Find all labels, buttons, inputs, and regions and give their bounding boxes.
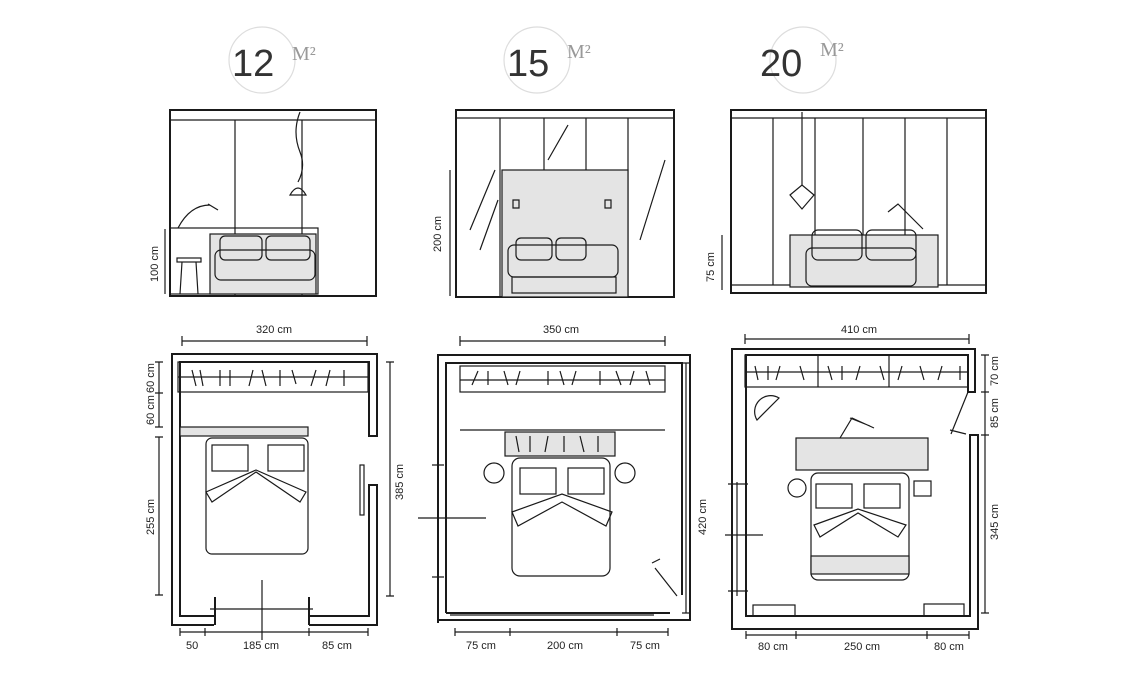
plan-width-label: 320 cm	[256, 324, 292, 336]
area-badge-15: 15 M²	[503, 26, 591, 94]
plan-bottom-dim-1: 80 cm	[758, 641, 788, 653]
plan-bottom-dim-1: 75 cm	[466, 640, 496, 652]
plan-bottom-dim-1: 50	[186, 640, 198, 652]
plan-right-dim-2: 85 cm	[989, 398, 1001, 428]
plan-right-dim-1: 70 cm	[989, 356, 1001, 386]
elevation-12: 100 cm	[149, 109, 377, 297]
plan-left-dim-1: 60 cm	[145, 363, 157, 393]
floor-plan-20: 410 cm 70 cm 85 cm 345 cm 80 cm 250 cm 8…	[725, 324, 1001, 653]
area-badge-20: 20 M²	[760, 26, 844, 94]
area-value: 12	[232, 43, 274, 85]
plan-bottom-dim-2: 200 cm	[547, 640, 583, 652]
plan-width-label: 410 cm	[841, 324, 877, 336]
plan-depth-label: 385 cm	[394, 464, 406, 500]
elevation-15: 200 cm	[432, 109, 675, 298]
floor-plan-12: 320 cm 60 cm 60 cm 255 cm 385 cm 50 185 …	[145, 324, 406, 652]
area-value: 15	[507, 43, 549, 85]
plan-left-dim-2: 60 cm	[145, 395, 157, 425]
plan-right-dim-3: 345 cm	[989, 504, 1001, 540]
plan-depth-label: 420 cm	[697, 499, 709, 535]
area-unit: M²	[820, 39, 844, 61]
floor-plan-15: 350 cm 420 cm 75 cm 200 cm 75 cm	[418, 324, 709, 652]
plan-bottom-dim-3: 80 cm	[934, 641, 964, 653]
elevation-20: 75 cm	[705, 109, 987, 294]
elevation-height-label: 100 cm	[149, 246, 161, 282]
area-unit: M²	[567, 41, 591, 63]
plan-bottom-dim-3: 75 cm	[630, 640, 660, 652]
elevation-height-label: 75 cm	[705, 252, 717, 282]
area-badge-12: 12 M²	[228, 26, 316, 94]
area-value: 20	[760, 43, 802, 85]
area-unit: M²	[292, 43, 316, 65]
plan-bottom-dim-2: 250 cm	[844, 641, 880, 653]
plan-bottom-dim-2: 185 cm	[243, 640, 279, 652]
plan-bottom-dim-3: 85 cm	[322, 640, 352, 652]
elevation-height-label: 200 cm	[432, 216, 444, 252]
plan-width-label: 350 cm	[543, 324, 579, 336]
plan-left-dim-3: 255 cm	[145, 499, 157, 535]
